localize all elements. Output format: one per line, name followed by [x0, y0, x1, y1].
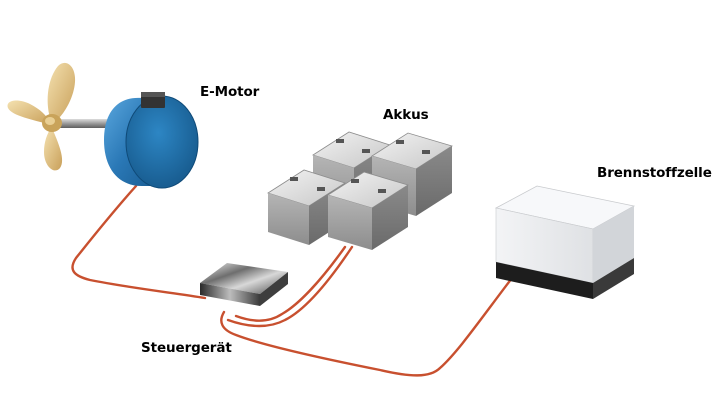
controller-side [260, 272, 288, 306]
cable-battery-to-controller-2 [226, 245, 354, 328]
cables [71, 184, 514, 377]
fuel-cell-icon [494, 185, 636, 299]
propeller-blade-left [7, 100, 50, 124]
batteries-group [267, 131, 453, 250]
propeller-blade-bottom [44, 128, 63, 171]
cable-battery-to-controller [234, 245, 347, 322]
label-e-motor: E-Motor [200, 84, 260, 100]
propeller-icon [7, 62, 114, 171]
controller-top [200, 263, 288, 294]
label-steuergeraet: Steuergerät [141, 340, 232, 356]
fuel-cell-base [496, 262, 593, 299]
propeller-blade-top [47, 62, 76, 121]
cable-motor-to-controller [71, 184, 207, 300]
fuel-cell-side [593, 206, 634, 283]
cable-fuelcell-to-controller [220, 276, 514, 377]
e-motor-icon [104, 92, 199, 189]
controller-front [200, 283, 260, 306]
motor-end-face [126, 96, 198, 188]
battery-icon [327, 171, 409, 250]
motor-shaft [58, 119, 114, 128]
controller-icon [200, 263, 288, 306]
label-brennstoffzelle: Brennstoffzelle [597, 165, 712, 181]
label-akkus: Akkus [383, 107, 429, 123]
